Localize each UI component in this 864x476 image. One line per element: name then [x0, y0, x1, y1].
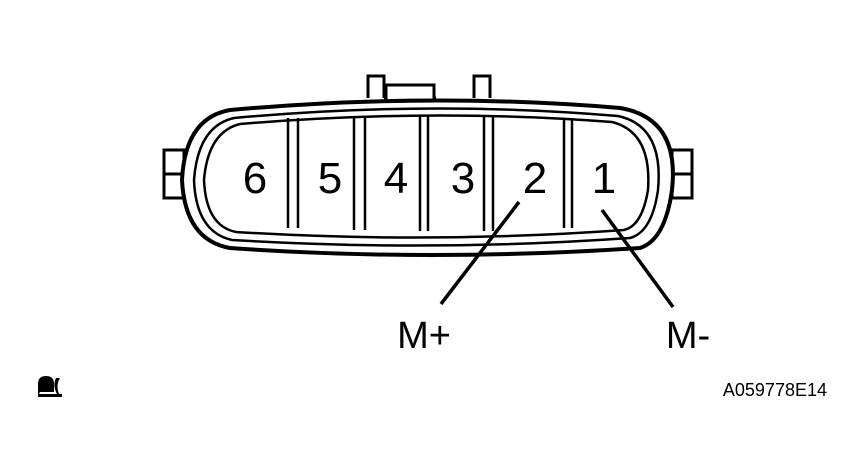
pin-4: 4 — [384, 154, 408, 203]
callout-m-plus: M+ — [397, 315, 451, 357]
pin-numbers: 6 5 4 3 2 1 — [243, 154, 616, 203]
leader-lines — [439, 200, 675, 309]
pin-5: 5 — [318, 154, 342, 203]
pin-2: 2 — [523, 154, 547, 203]
pin-1: 1 — [592, 154, 616, 203]
figure-code: A059778E14 — [723, 380, 827, 400]
callout-m-minus: M- — [666, 315, 710, 357]
top-latch — [366, 74, 492, 100]
pin-6: 6 — [243, 154, 267, 203]
cavity-dividers — [286, 116, 574, 231]
pin-3: 3 — [451, 154, 475, 203]
connector-front-view-icon — [38, 376, 62, 397]
